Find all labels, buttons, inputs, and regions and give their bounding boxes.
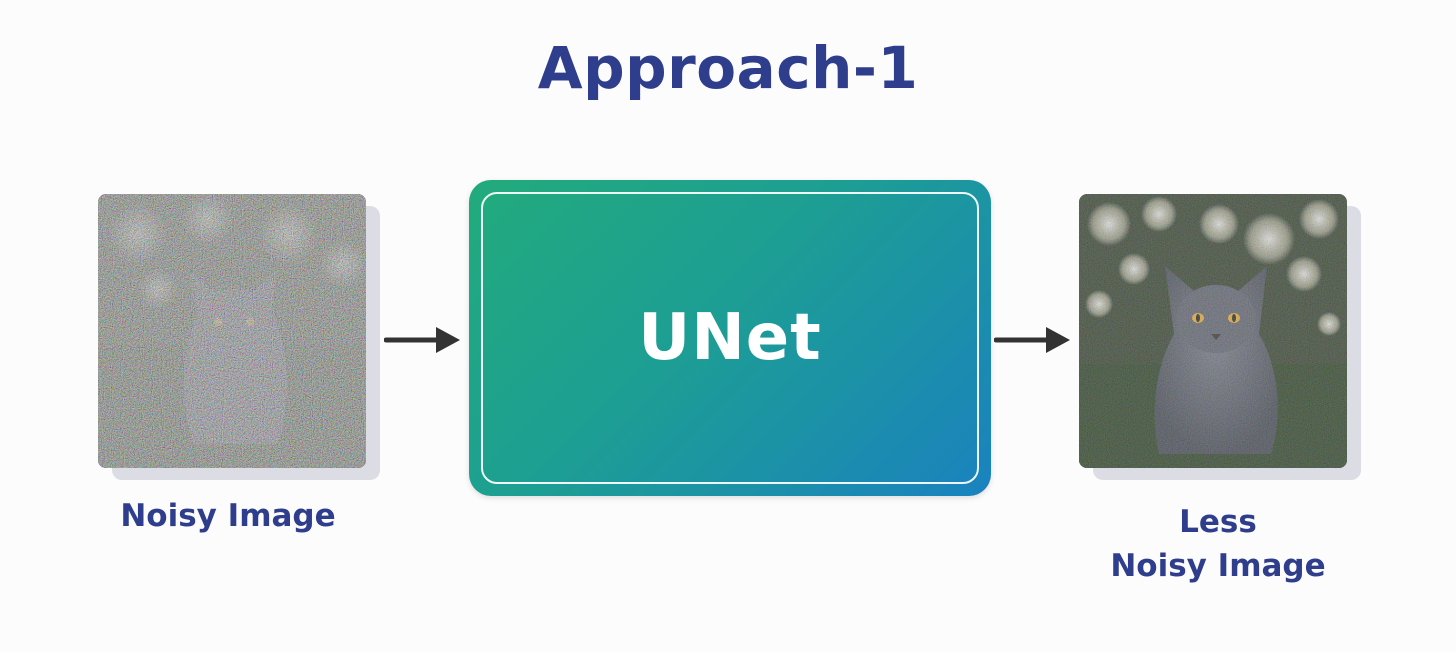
- unet-label: UNet: [638, 301, 822, 375]
- output-caption-line2: Noisy Image: [1110, 548, 1326, 584]
- output-caption: Less Noisy Image: [1092, 500, 1344, 588]
- noisy-cat-image: [98, 194, 366, 468]
- less-noisy-cat-image: [1079, 194, 1347, 468]
- arrow-right-icon: [994, 327, 1070, 353]
- output-caption-line1: Less: [1179, 504, 1257, 540]
- unet-inner-border: [481, 192, 979, 484]
- diagram-title: Approach-1: [537, 34, 919, 102]
- input-caption: Noisy Image: [120, 498, 336, 534]
- less-noisy-image-card: [1079, 194, 1361, 480]
- noisy-image-card: [98, 194, 380, 480]
- unet-block: UNet: [469, 180, 991, 496]
- arrow-right-icon: [384, 327, 460, 353]
